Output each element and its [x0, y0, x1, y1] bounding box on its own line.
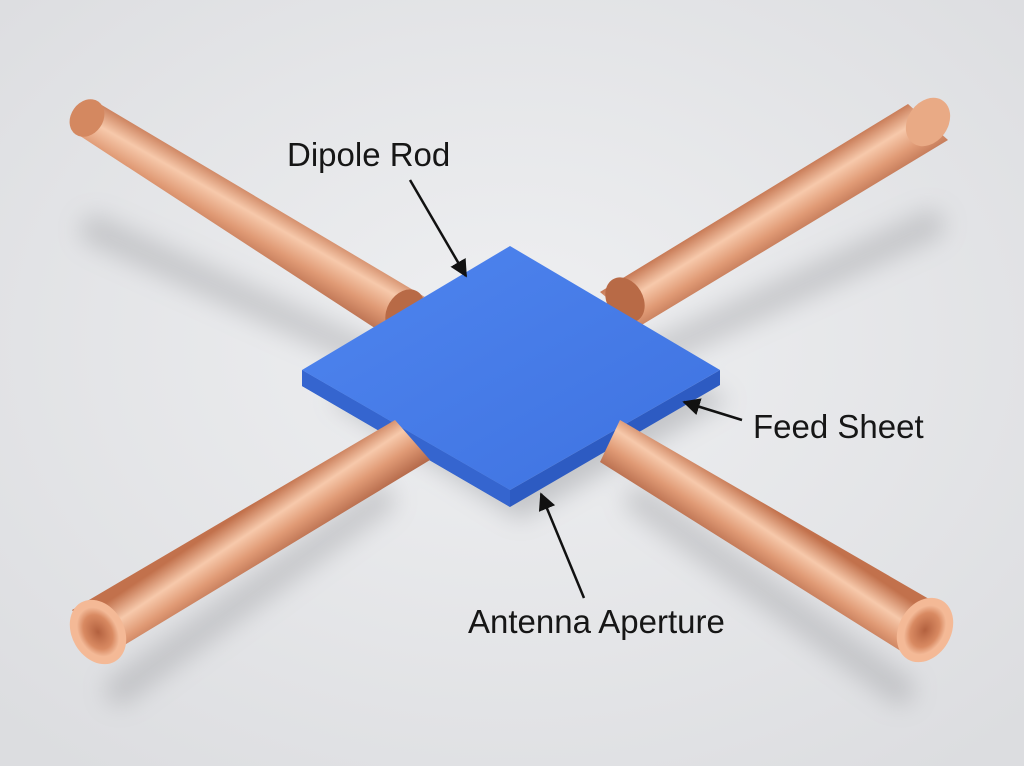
feed-sheet-arrow [682, 398, 743, 422]
antenna-aperture-arrow [538, 492, 586, 599]
antenna-aperture-label: Antenna Aperture [468, 603, 725, 640]
dipole-rod-arrow [408, 179, 468, 278]
dipole-rod-lower-right [600, 420, 954, 663]
dipole-rod-lower-left [69, 420, 430, 665]
feed-sheet-label: Feed Sheet [753, 408, 924, 445]
dipole-rod-label: Dipole Rod [287, 136, 451, 173]
